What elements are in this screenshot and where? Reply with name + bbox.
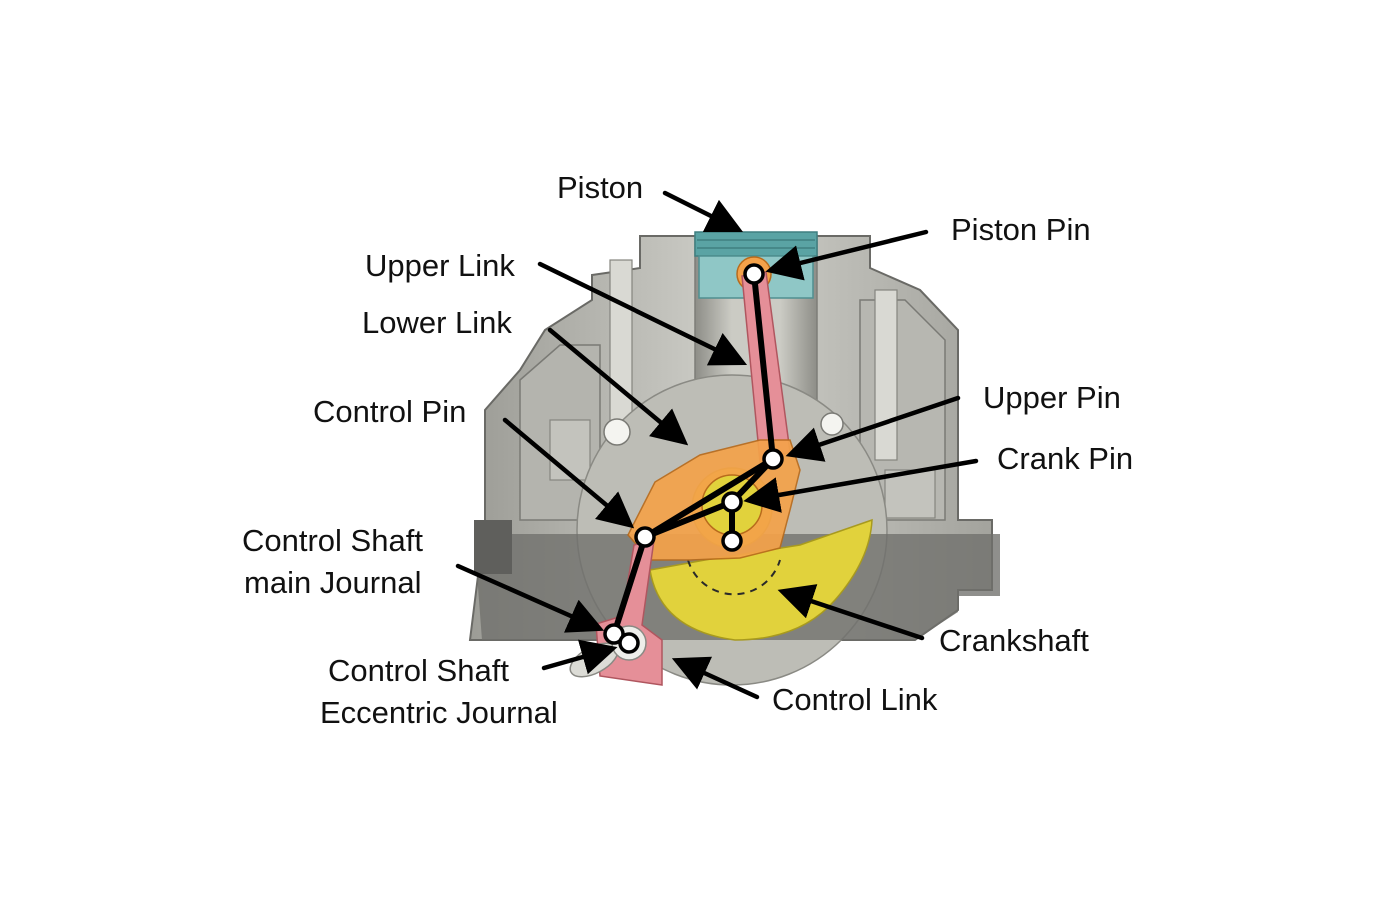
engine-left-flange <box>474 520 512 574</box>
linkage-lower-link-line-upper <box>642 456 776 540</box>
label-control-shaft-eccentric-journal-line1: Control Shaft <box>328 653 509 688</box>
label-lower-link: Lower Link <box>362 305 512 340</box>
label-piston-pin: Piston Pin <box>951 212 1091 247</box>
leader-lower-link <box>547 327 689 446</box>
engine-rib-right <box>874 289 898 461</box>
label-crank-pin: Crank Pin <box>997 441 1133 476</box>
control-pin-marker <box>634 526 656 548</box>
leader-lines <box>455 190 979 700</box>
label-upper-link: Upper Link <box>365 248 515 283</box>
bolt-hole-left <box>603 418 631 446</box>
control-shaft-eccentric-journal-marker <box>618 632 640 654</box>
pins <box>603 263 784 654</box>
label-piston: Piston <box>557 170 643 205</box>
leader-upper-link <box>537 261 748 366</box>
label-control-shaft-eccentric-journal-line2: Eccentric Journal <box>320 695 558 730</box>
piston-pin-marker <box>743 263 765 285</box>
crank-center-marker <box>721 530 743 552</box>
engine-rib-mid-left <box>549 419 591 481</box>
crank-pin-marker <box>721 491 743 513</box>
label-control-shaft-main-journal-line2: main Journal <box>244 565 421 600</box>
upper-pin-marker <box>762 448 784 470</box>
callout-labels: Piston Piston Pin Upper Link Lower Link … <box>242 170 1133 730</box>
leader-crank-pin <box>743 458 979 513</box>
bolt-hole-right <box>820 412 844 436</box>
label-control-pin: Control Pin <box>313 394 466 429</box>
leader-control-link <box>671 656 760 700</box>
engine-rib-mid-right <box>884 469 936 519</box>
label-crankshaft: Crankshaft <box>939 623 1089 658</box>
leader-piston-pin <box>765 229 929 281</box>
leader-control-shaft-eccentric-journal <box>541 639 618 675</box>
label-upper-pin: Upper Pin <box>983 380 1121 415</box>
leader-control-pin <box>502 417 635 529</box>
leader-control-shaft-main-journal <box>455 563 605 633</box>
leader-upper-pin <box>785 395 961 462</box>
label-control-shaft-main-journal-line1: Control Shaft <box>242 523 423 558</box>
linkage-upper-link-line <box>751 271 776 462</box>
piston-crown <box>694 231 818 257</box>
leader-crankshaft <box>777 584 925 641</box>
leader-piston <box>662 190 744 233</box>
linkage-control-link-line <box>611 534 648 637</box>
crankshaft-rotation-path <box>687 559 781 596</box>
linkage-lower-link-line-crank <box>642 499 735 540</box>
label-control-link: Control Link <box>772 682 938 717</box>
